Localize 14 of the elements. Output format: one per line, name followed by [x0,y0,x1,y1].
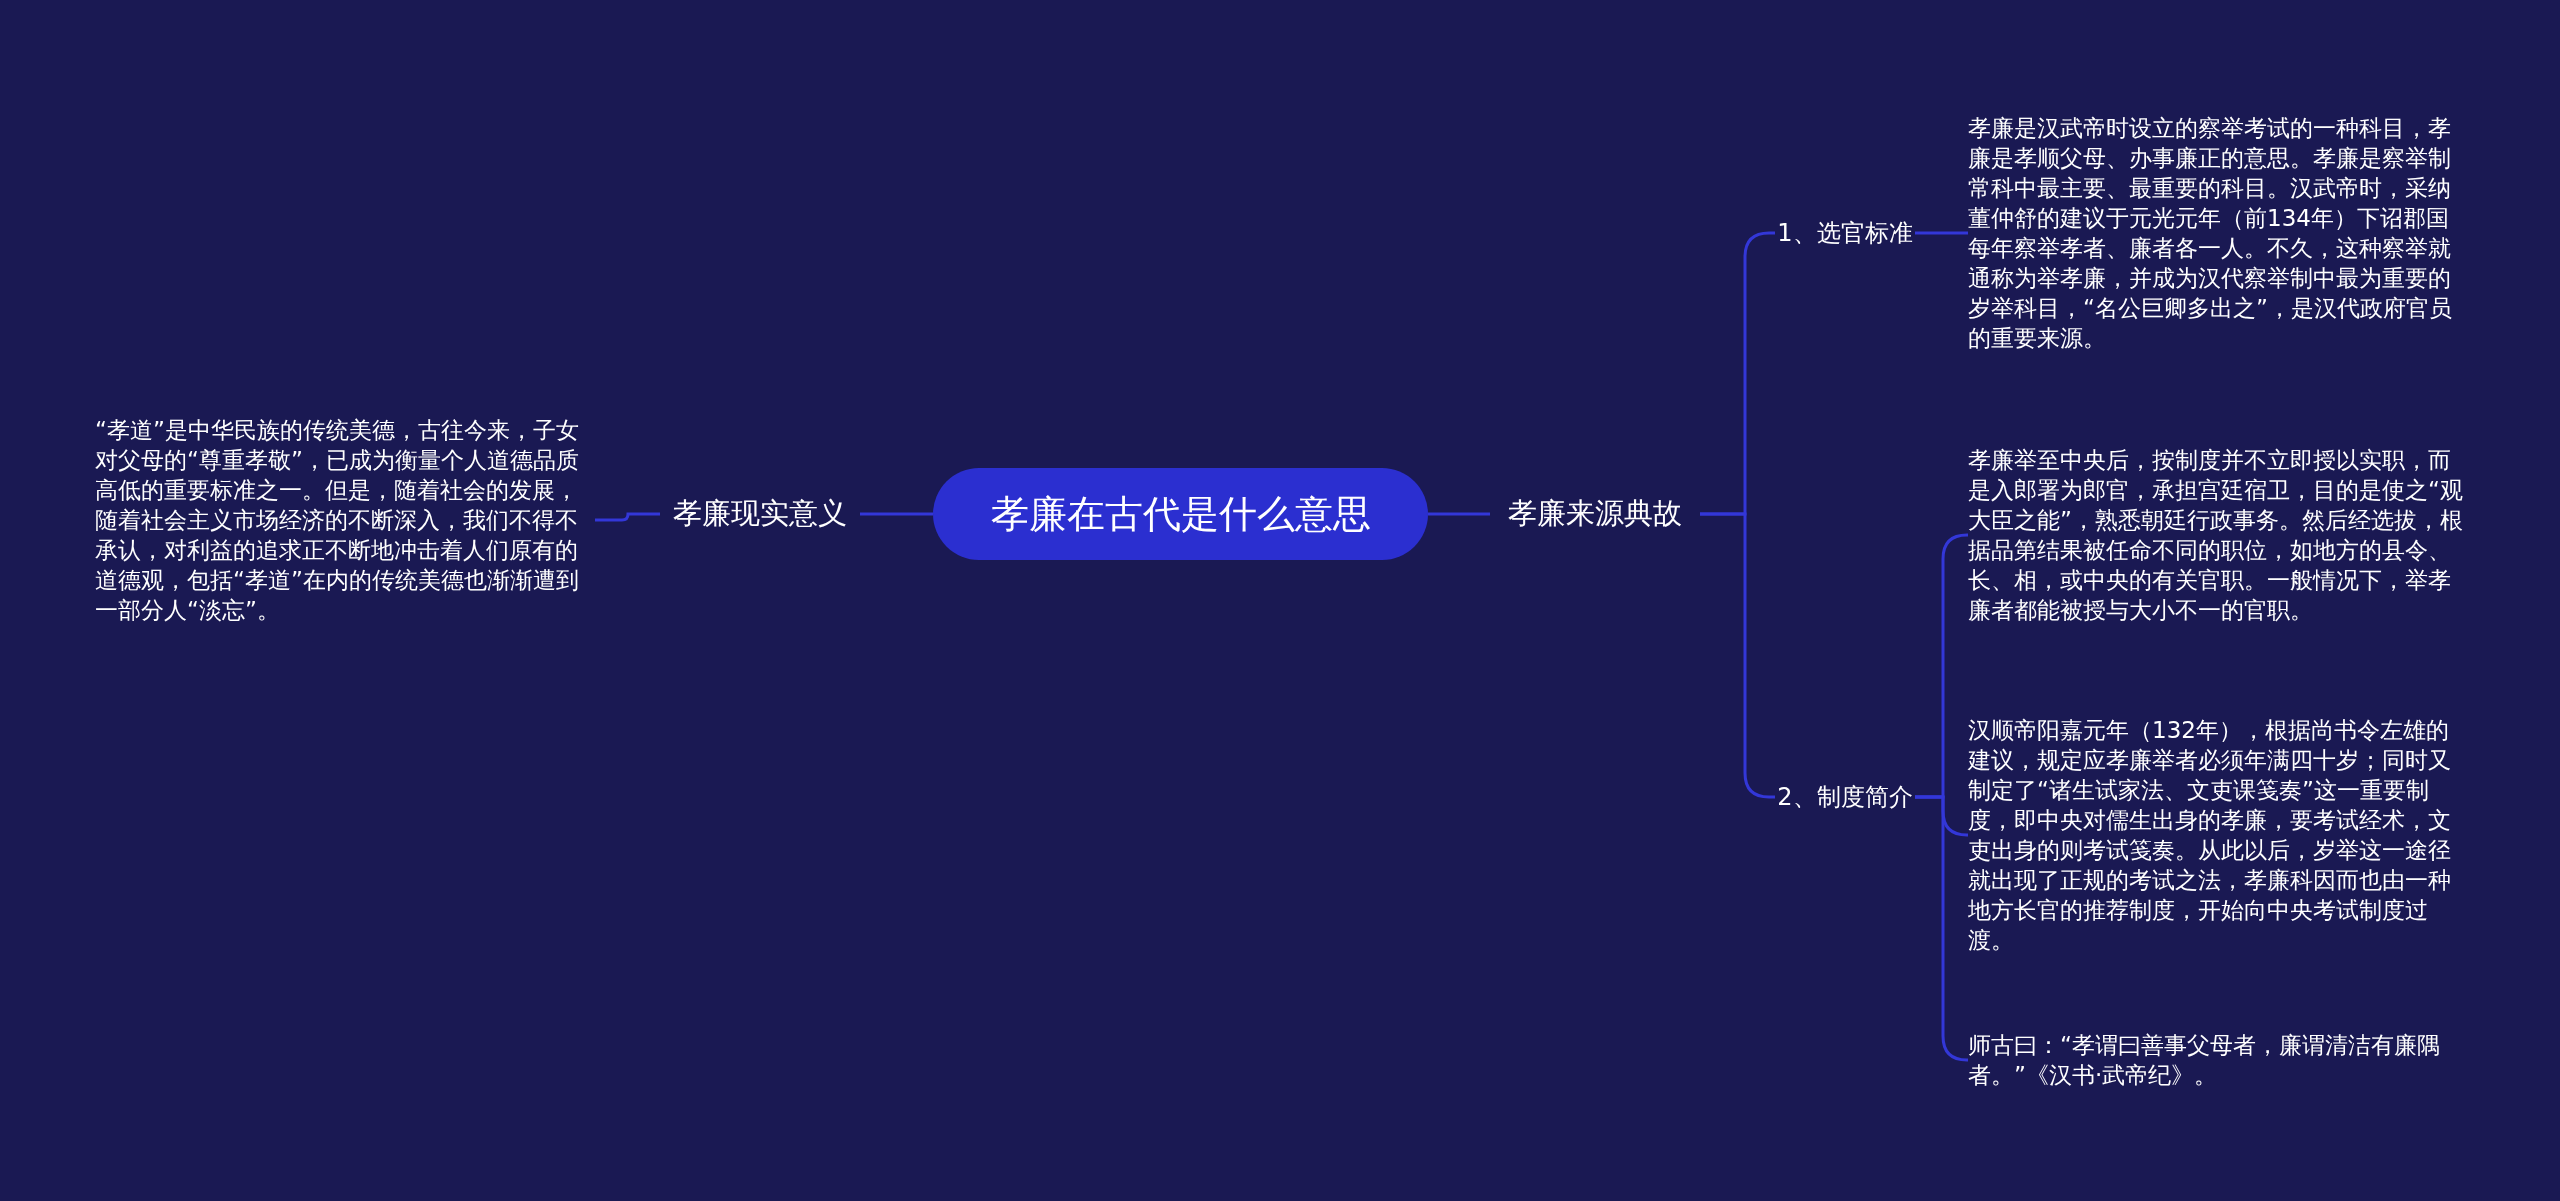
detail-text: “孝道”是中华民族的传统美德，古往今来，子女对父母的“尊重孝敬”，已成为衡量个人道德品质高低的重要标准之一。但是，随着社会的发展，随着社会主义市场经济的不断深入，我们不得不承认，对利益的追求正不断地冲击着人们原有的道德观，包括“孝道”在内的传统美德也渐渐遭到一部分人“淡忘”。 [95,400,595,640]
detail-text: 汉顺帝阳嘉元年（132年），根据尚书令左雄的建议，规定应孝廉举者必须年满四十岁；同时又制定了“诸生试家法、文吏课笺奏”这一重要制度，即中央对儒生出身的孝廉，要考试经术，文吏出身的则考试笺奏。从此以后，岁举这一途径就出现了正规的考试之法，孝廉科因而也由一种地方长官的推荐制度，开始向中央考试制度过渡。 [1968,710,2468,960]
connector-line [860,512,933,516]
branch-topic: 孝廉现实意义 [660,494,860,534]
detail-text: 孝廉是汉武帝时设立的察举考试的一种科目，孝廉是孝顺父母、办事廉正的意思。孝廉是察举制常科中最主要、最重要的科目。汉武帝时，采纳董仲舒的建议于元光元年（前134年）下诏郡国每年察举孝者、廉者各一人。不久，这种察举就通称为举孝廉，并成为汉代察举制中最为重要的岁举科目，“名公巨卿多出之”，是汉代政府官员的重要来源。 [1968,108,2468,358]
connector-line [595,512,660,522]
connector-line [1428,512,1490,516]
subtopic-label: 1、选官标准 [1775,215,1915,251]
detail-text: 师古曰：“孝谓曰善事父母者，廉谓清洁有廉隅者。”《汉书·武帝纪》。 [1968,1025,2468,1095]
detail-text: 孝廉举至中央后，按制度并不立即授以实职，而是入郎署为郎官，承担宫廷宿卫，目的是使之“观大臣之能”，熟悉朝廷行政事务。然后经选拔，根据品第结果被任命不同的职位，如地方的县令、长、相，或中央的有关官职。一般情况下，举孝廉者都能被授与大小不一的官职。 [1968,425,2468,645]
subtopic-label: 2、制度简介 [1775,779,1915,815]
branch-topic: 孝廉来源典故 [1490,494,1700,534]
central-topic: 孝廉在古代是什么意思 [933,468,1428,560]
connector-line [1915,231,1968,235]
